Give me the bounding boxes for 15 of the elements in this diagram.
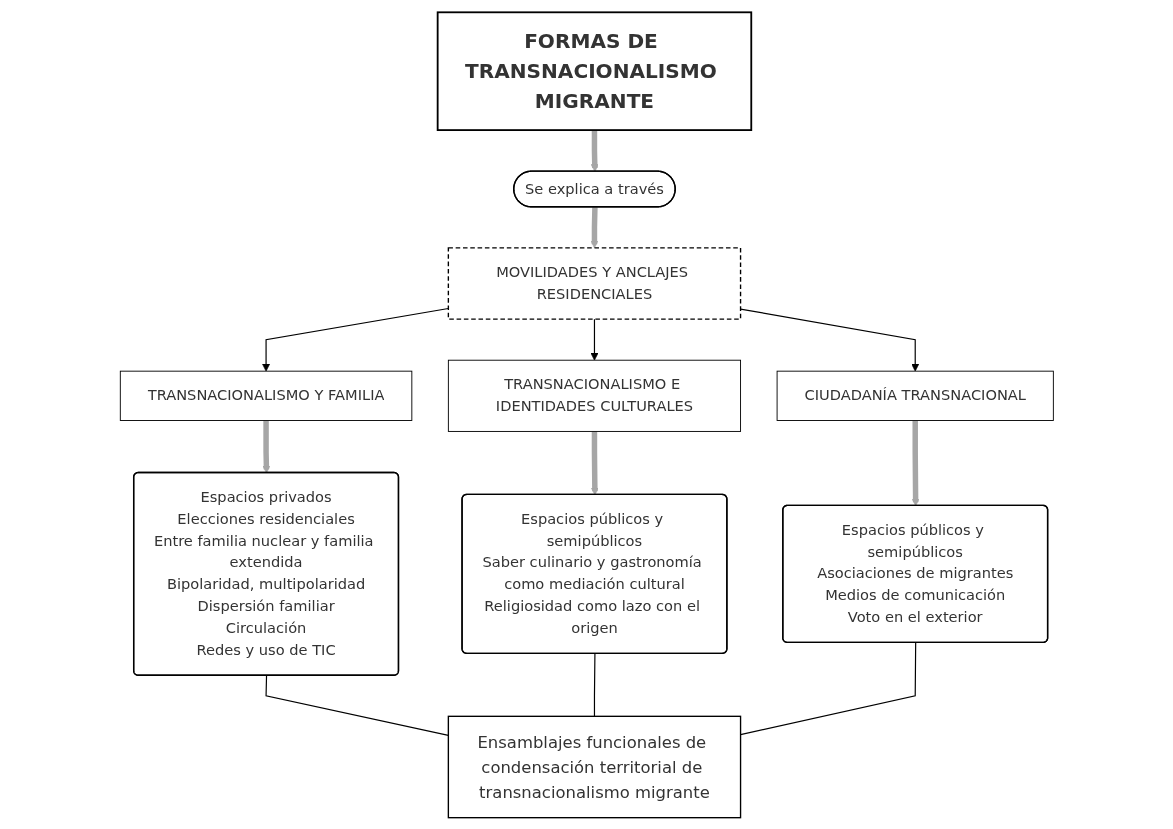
arrow [590, 430, 599, 495]
arrow [590, 129, 599, 172]
connector [593, 652, 596, 717]
arrow [590, 318, 599, 361]
node-box: CIUDADANÍA TRANSNACIONAL [776, 370, 1054, 421]
arrow [262, 419, 271, 473]
node-box: FORMAS DE TRANSNACIONALISMO MIGRANTE [436, 10, 752, 131]
node-box: TRANSNACIONALISMO E IDENTIDADES CULTURALES [447, 359, 741, 432]
node-box: MOVILIDADES Y ANCLAJES RESIDENCIALES [447, 246, 741, 320]
connector [265, 674, 449, 736]
node-box: TRANSNACIONALISMO Y FAMILIA [119, 370, 412, 421]
arrow [590, 206, 599, 248]
arrow [911, 419, 920, 506]
node-box: Ensamblajes funcionales de condensación territorial de transnacionalismo migrante [447, 715, 741, 818]
arrow [261, 307, 449, 372]
